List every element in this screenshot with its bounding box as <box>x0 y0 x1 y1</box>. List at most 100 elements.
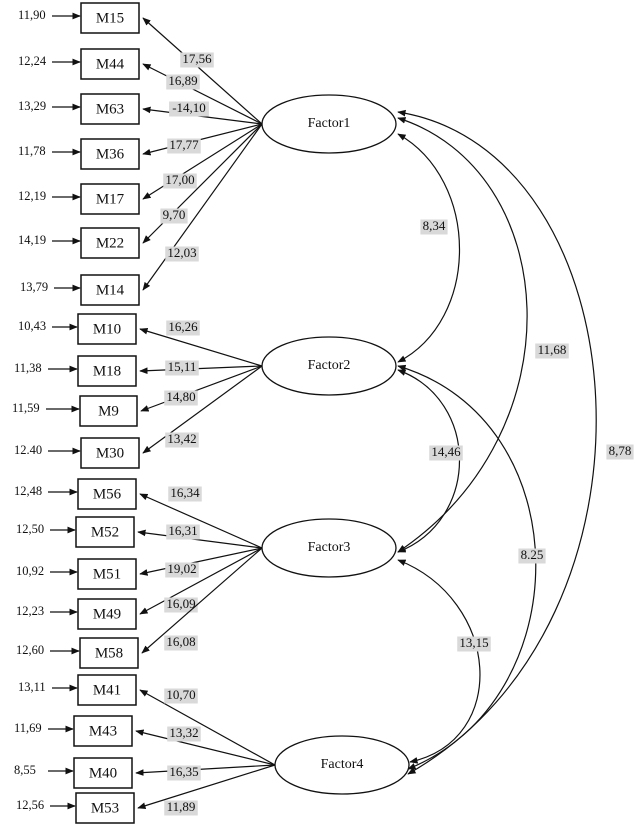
loading-label-text: 16,08 <box>166 634 195 649</box>
error-variance: 10,92 <box>16 564 44 578</box>
items-layer: M1511,90M4412,24M6313,29M3611,78M1712,19… <box>12 2 140 824</box>
factor-ellipse <box>274 735 410 795</box>
loading-label-text: 9,70 <box>163 207 186 222</box>
covariance-layer: 8,34 11,68 8,78 14,46 8.25 13,15 <box>397 109 634 775</box>
error-variance: 13,11 <box>18 680 46 694</box>
factor-ellipse <box>261 94 397 154</box>
loading-arrow <box>139 547 263 576</box>
item-box <box>77 674 137 706</box>
covariance-curve <box>397 369 461 553</box>
item-m15: M15 11,90 <box>18 2 140 34</box>
loading-label-text: 16,09 <box>166 596 195 611</box>
loading-label-text: 15,11 <box>168 359 197 374</box>
loading-label-text: 14,80 <box>166 389 195 404</box>
error-variance: 13,29 <box>18 99 46 113</box>
error-variance: 10,43 <box>18 319 46 333</box>
loading-label-text: 17,00 <box>165 172 194 187</box>
item-box <box>80 48 140 80</box>
loading-arrow <box>139 493 263 549</box>
error-variance: 12,19 <box>18 189 46 203</box>
item-m41: M41 13,11 <box>18 674 137 706</box>
item-label: M40 <box>89 765 117 781</box>
loading-label-text: 17,77 <box>169 137 199 152</box>
loading-label-bg <box>164 635 198 651</box>
loading-label: 16,26 <box>166 319 200 336</box>
loading-arrow <box>142 17 263 125</box>
loading-label: 19,02 <box>165 561 199 578</box>
loading-label: 16,31 <box>166 523 200 540</box>
item-box <box>80 274 140 306</box>
error-variance: 12.40 <box>14 443 42 457</box>
loading-label: 12,03 <box>165 245 199 262</box>
item-box <box>80 183 140 215</box>
factor-ellipse <box>261 518 397 578</box>
item-label: M51 <box>93 566 121 582</box>
factor-label: Factor1 <box>308 116 351 131</box>
loading-arrow <box>142 365 263 454</box>
covariance-f1-f4: 8,78 <box>397 109 634 775</box>
covariance-f1-f3: 11,68 <box>397 117 569 553</box>
item-label: M63 <box>96 101 124 117</box>
covariance-label: 11,68 <box>535 342 569 359</box>
item-box <box>80 227 140 259</box>
loading-label-bg <box>164 800 198 816</box>
error-variance: 8,55 <box>14 763 36 777</box>
loading-label: 15,11 <box>165 359 199 376</box>
loading-label-bg <box>167 138 201 154</box>
covariance-f2-f4: 8.25 <box>397 364 546 770</box>
loading-label: 11,89 <box>164 799 198 816</box>
loading-arrow <box>139 689 276 766</box>
loading-label-text: 16,31 <box>168 523 197 538</box>
item-box <box>77 355 137 387</box>
item-label: M18 <box>93 363 121 379</box>
loading-layer: 17,5616,89-14,1017,7717,009,7012,0316,26… <box>135 17 276 816</box>
loading-arrow <box>139 547 263 615</box>
factor-factor4: Factor4 <box>274 735 410 795</box>
loading-arrow <box>142 123 263 156</box>
loading-label-text: 13,32 <box>169 725 198 740</box>
error-variance: 12,50 <box>16 522 44 536</box>
item-box <box>77 598 137 630</box>
item-label: M9 <box>98 403 119 419</box>
covariance-f1-f2: 8,34 <box>397 133 460 363</box>
factor-label: Factor2 <box>308 358 351 373</box>
loading-label-bg <box>164 390 198 406</box>
item-box <box>80 93 140 125</box>
loading-label-bg <box>165 432 199 448</box>
item-label: M52 <box>91 524 119 540</box>
covariance-curve <box>397 559 481 764</box>
item-label: M41 <box>93 682 121 698</box>
item-box <box>77 313 137 345</box>
item-label: M15 <box>96 10 124 26</box>
loading-label-bg <box>167 726 201 742</box>
loading-label: 10,70 <box>164 687 198 704</box>
factor-factor2: Factor2 <box>261 336 397 396</box>
error-variance: 12,23 <box>16 604 44 618</box>
item-m63: M63 13,29 <box>18 93 140 125</box>
factor-factor3: Factor3 <box>261 518 397 578</box>
covariance-curve <box>397 133 460 363</box>
loading-arrow <box>139 365 263 375</box>
error-variance: 11,90 <box>18 8 46 22</box>
loading-label: 16,34 <box>168 485 202 502</box>
loading-label: -14,10 <box>169 100 209 117</box>
item-label: M36 <box>96 146 125 162</box>
covariance-label-text: 8,78 <box>609 443 632 458</box>
loading-label-text: 10,70 <box>166 687 195 702</box>
covariance-f3-f4: 13,15 <box>397 559 491 764</box>
covariance-label: 14,46 <box>429 444 463 461</box>
loading-label-bg <box>166 74 200 90</box>
loading-label: 14,80 <box>164 389 198 406</box>
loading-label-text: 13,42 <box>167 431 196 446</box>
covariance-label: 8.25 <box>518 547 546 564</box>
loading-label-text: 16,35 <box>169 764 198 779</box>
covariance-label-bg <box>606 444 634 460</box>
loading-arrow <box>142 63 263 125</box>
